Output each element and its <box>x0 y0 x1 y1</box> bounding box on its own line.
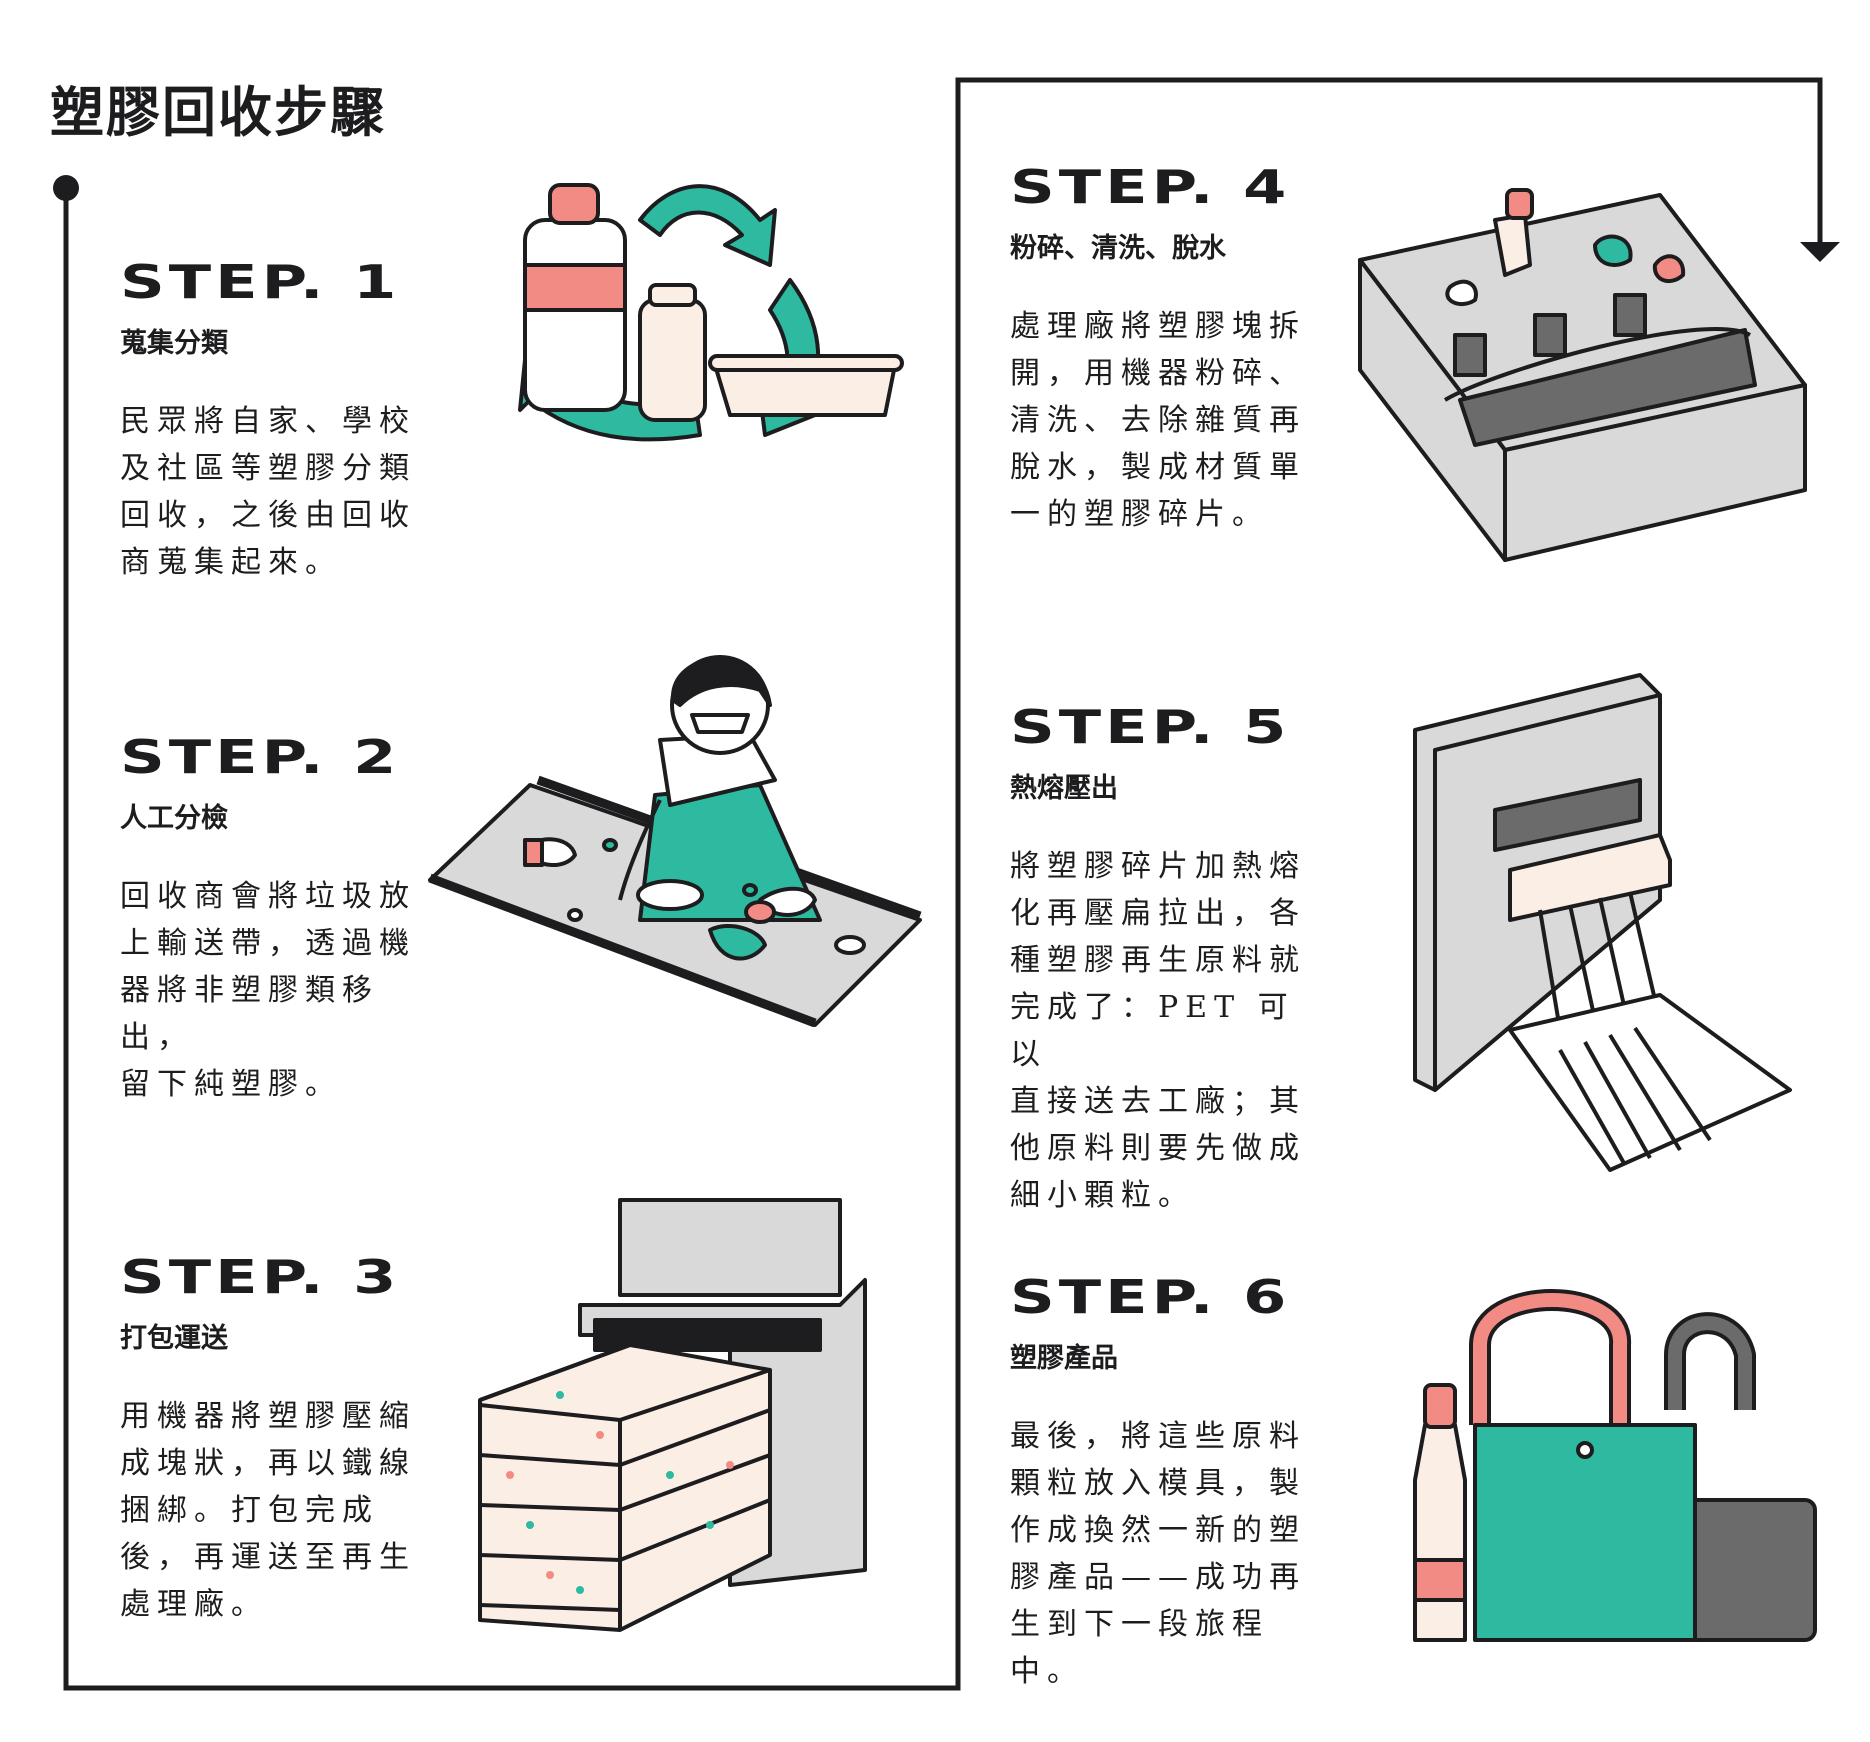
timeline-path <box>63 77 1823 1691</box>
body-line: 上輸送帶，透過機 <box>120 926 416 961</box>
worker-conveyor-icon <box>428 655 922 1028</box>
step-label: STEP. 5 <box>1010 700 1291 754</box>
body-line: 直接送去工廠；其 <box>1010 1084 1306 1119</box>
step-label: STEP. 1 <box>120 255 401 309</box>
step-2: STEP. 2 人工分檢 回收商會將垃圾放 上輸送帶，透過機 器將非塑膠類移出，… <box>120 730 420 1108</box>
step-body: 將塑膠碎片加熱熔 化再壓扁拉出，各 種塑膠再生原料就 完成了：PET 可以 直接… <box>1010 843 1310 1219</box>
body-line: 後，再運送至再生 <box>120 1540 416 1575</box>
step-1: STEP. 1 蒐集分類 民眾將自家、學校 及社區等塑膠分類 回收，之後由回收 … <box>120 255 420 586</box>
body-line: 一的塑膠碎片。 <box>1010 497 1269 532</box>
body-line: 處理廠將塑膠塊拆 <box>1010 309 1306 344</box>
body-line: 細小顆粒。 <box>1010 1178 1195 1213</box>
recycle-bottles-icon <box>518 183 904 442</box>
body-line: 種塑膠再生原料就 <box>1010 943 1306 978</box>
body-line: 生到下一段旅程中。 <box>1010 1607 1269 1689</box>
step-subtitle: 蒐集分類 <box>120 328 228 359</box>
body-line: 及社區等塑膠分類 <box>120 451 416 486</box>
body-line: 將塑膠碎片加熱熔 <box>1010 849 1306 884</box>
body-line: 留下純塑膠。 <box>120 1067 342 1102</box>
body-line: 用機器將塑膠壓縮 <box>120 1399 416 1434</box>
body-line: 處理廠。 <box>120 1587 268 1622</box>
step-subtitle: 打包運送 <box>120 1323 228 1354</box>
step-body: 處理廠將塑膠塊拆 開，用機器粉碎、 清洗、去除雜質再 脫水，製成材質單 一的塑膠… <box>1010 303 1310 538</box>
step-body: 最後，將這些原料 顆粒放入模具，製 作成換然一新的塑 膠產品——成功再 生到下一… <box>1010 1413 1310 1695</box>
step-label: STEP. 4 <box>1010 160 1291 214</box>
step-body: 回收商會將垃圾放 上輸送帶，透過機 器將非塑膠類移出， 留下純塑膠。 <box>120 873 420 1108</box>
body-line: 完成了：PET 可以 <box>1010 990 1295 1072</box>
body-line: 化再壓扁拉出，各 <box>1010 896 1306 931</box>
step-label: STEP. 3 <box>120 1250 401 1304</box>
step-label: STEP. 2 <box>120 730 401 784</box>
step-6: STEP. 6 塑膠產品 最後，將這些原料 顆粒放入模具，製 作成換然一新的塑 … <box>1010 1270 1310 1695</box>
step-3: STEP. 3 打包運送 用機器將塑膠壓縮 成塊狀，再以鐵線 捆綁。打包完成 後… <box>120 1250 420 1628</box>
step-body: 民眾將自家、學校 及社區等塑膠分類 回收，之後由回收 商蒐集起來。 <box>120 398 420 586</box>
step-body: 用機器將塑膠壓縮 成塊狀，再以鐵線 捆綁。打包完成 後，再運送至再生 處理廠。 <box>120 1393 420 1628</box>
step-label: STEP. 6 <box>1010 1270 1291 1324</box>
page-title: 塑膠回收步驟 <box>50 81 386 144</box>
body-line: 回收商會將垃圾放 <box>120 879 416 914</box>
step-subtitle: 塑膠產品 <box>1010 1343 1118 1374</box>
body-line: 顆粒放入模具，製 <box>1010 1466 1306 1501</box>
body-line: 開，用機器粉碎、 <box>1010 356 1306 391</box>
body-line: 民眾將自家、學校 <box>120 404 416 439</box>
extruder-icon <box>1413 673 1792 1172</box>
step-5: STEP. 5 熱熔壓出 將塑膠碎片加熱熔 化再壓扁拉出，各 種塑膠再生原料就 … <box>1010 700 1310 1219</box>
timeline-arrow-icon <box>1800 242 1840 262</box>
step-subtitle: 人工分檢 <box>120 803 228 834</box>
body-line: 作成換然一新的塑 <box>1010 1513 1306 1548</box>
body-line: 商蒐集起來。 <box>120 545 342 580</box>
body-line: 成塊狀，再以鐵線 <box>120 1446 416 1481</box>
body-line: 最後，將這些原料 <box>1010 1419 1306 1454</box>
body-line: 脫水，製成材質單 <box>1010 450 1306 485</box>
shredder-icon <box>1358 188 1807 562</box>
step-4: STEP. 4 粉碎、清洗、脫水 處理廠將塑膠塊拆 開，用機器粉碎、 清洗、去除… <box>1010 160 1310 538</box>
body-line: 回收，之後由回收 <box>120 498 416 533</box>
plastic-products-icon <box>1413 1289 1817 1642</box>
body-line: 膠產品——成功再 <box>1010 1560 1306 1595</box>
body-line: 器將非塑膠類移出， <box>120 973 379 1055</box>
body-line: 他原料則要先做成 <box>1010 1131 1306 1166</box>
baler-machine-icon <box>478 1198 867 1632</box>
body-line: 清洗、去除雜質再 <box>1010 403 1306 438</box>
step-subtitle: 熱熔壓出 <box>1010 773 1118 804</box>
body-line: 捆綁。打包完成 <box>120 1493 379 1528</box>
step-subtitle: 粉碎、清洗、脫水 <box>1010 233 1226 264</box>
